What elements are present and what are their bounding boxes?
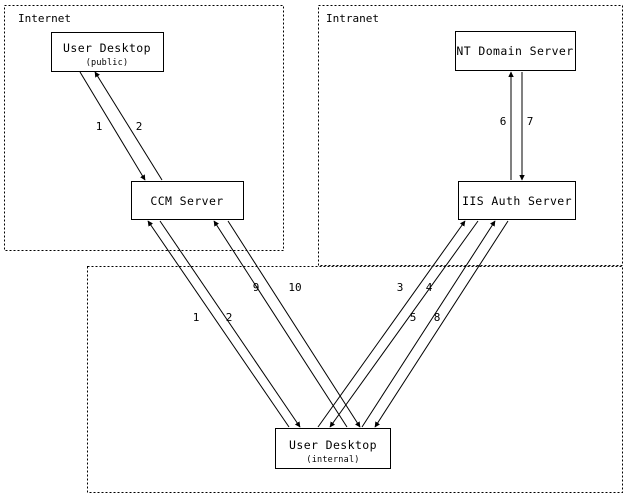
line-edge-9 <box>213 220 348 428</box>
node-iis-auth-server-rect[interactable] <box>457 180 577 221</box>
edge-labels: 1 2 6 7 1 2 9 10 3 4 5 8 <box>96 115 534 324</box>
edge-label-8: 8 <box>434 311 441 324</box>
node-iis-auth-server-label: IIS Auth Server <box>462 194 572 208</box>
zone-label-internet: Internet <box>18 12 71 25</box>
node-nt-domain-server-rect[interactable] <box>454 30 577 72</box>
zone-internet-boundary <box>4 5 284 251</box>
line-edge-2-public <box>94 71 163 181</box>
zone-internal-lan-boundary <box>87 266 623 493</box>
node-user-desktop-public-label: User Desktop <box>63 41 151 55</box>
line-edge-8 <box>374 220 509 428</box>
node-ccm-server-label: CCM Server <box>150 194 223 208</box>
zone-label-intranet: Intranet <box>326 12 379 25</box>
edge-label-2-public: 2 <box>136 120 143 133</box>
line-edge-2-internal <box>159 220 301 428</box>
node-iis-auth-server[interactable]: IIS Auth Server <box>457 180 577 221</box>
edge-label-1-internal: 1 <box>193 311 200 324</box>
node-user-desktop-internal-label: User Desktop <box>289 438 377 452</box>
connection-lines <box>79 71 525 428</box>
node-user-desktop-internal-rect[interactable] <box>274 427 392 470</box>
edge-label-6: 6 <box>500 115 507 128</box>
line-edge-1-internal <box>147 220 290 428</box>
edge-label-2-internal: 2 <box>226 311 233 324</box>
edge-label-9: 9 <box>253 281 260 294</box>
line-edge-10 <box>227 220 361 428</box>
node-boxes: User Desktop (public) CCM Server NT Doma… <box>50 30 577 470</box>
node-user-desktop-public-sublabel: (public) <box>86 58 129 68</box>
node-ccm-server[interactable]: CCM Server <box>130 180 245 221</box>
line-edge-1-public <box>79 71 146 181</box>
node-nt-domain-server[interactable]: NT Domain Server <box>454 30 577 72</box>
node-nt-domain-server-label: NT Domain Server <box>456 44 573 58</box>
node-user-desktop-internal-sublabel: (internal) <box>306 455 359 465</box>
edge-label-4: 4 <box>426 281 433 294</box>
line-edge-4 <box>329 220 479 428</box>
node-ccm-server-rect[interactable] <box>130 180 245 221</box>
line-edge-3 <box>317 220 466 428</box>
edge-label-7: 7 <box>527 115 534 128</box>
node-user-desktop-public-rect[interactable] <box>50 31 165 73</box>
edge-label-10: 10 <box>288 281 301 294</box>
zone-labels: Internet Intranet <box>18 12 379 25</box>
edge-label-3: 3 <box>397 281 404 294</box>
node-user-desktop-internal[interactable]: User Desktop (internal) <box>274 427 392 470</box>
line-edge-5 <box>361 220 496 428</box>
zone-boundaries <box>4 5 623 493</box>
node-user-desktop-public[interactable]: User Desktop (public) <box>50 31 165 73</box>
zone-intranet-boundary <box>318 5 623 266</box>
edge-label-5: 5 <box>410 311 417 324</box>
edge-label-1-public: 1 <box>96 120 103 133</box>
